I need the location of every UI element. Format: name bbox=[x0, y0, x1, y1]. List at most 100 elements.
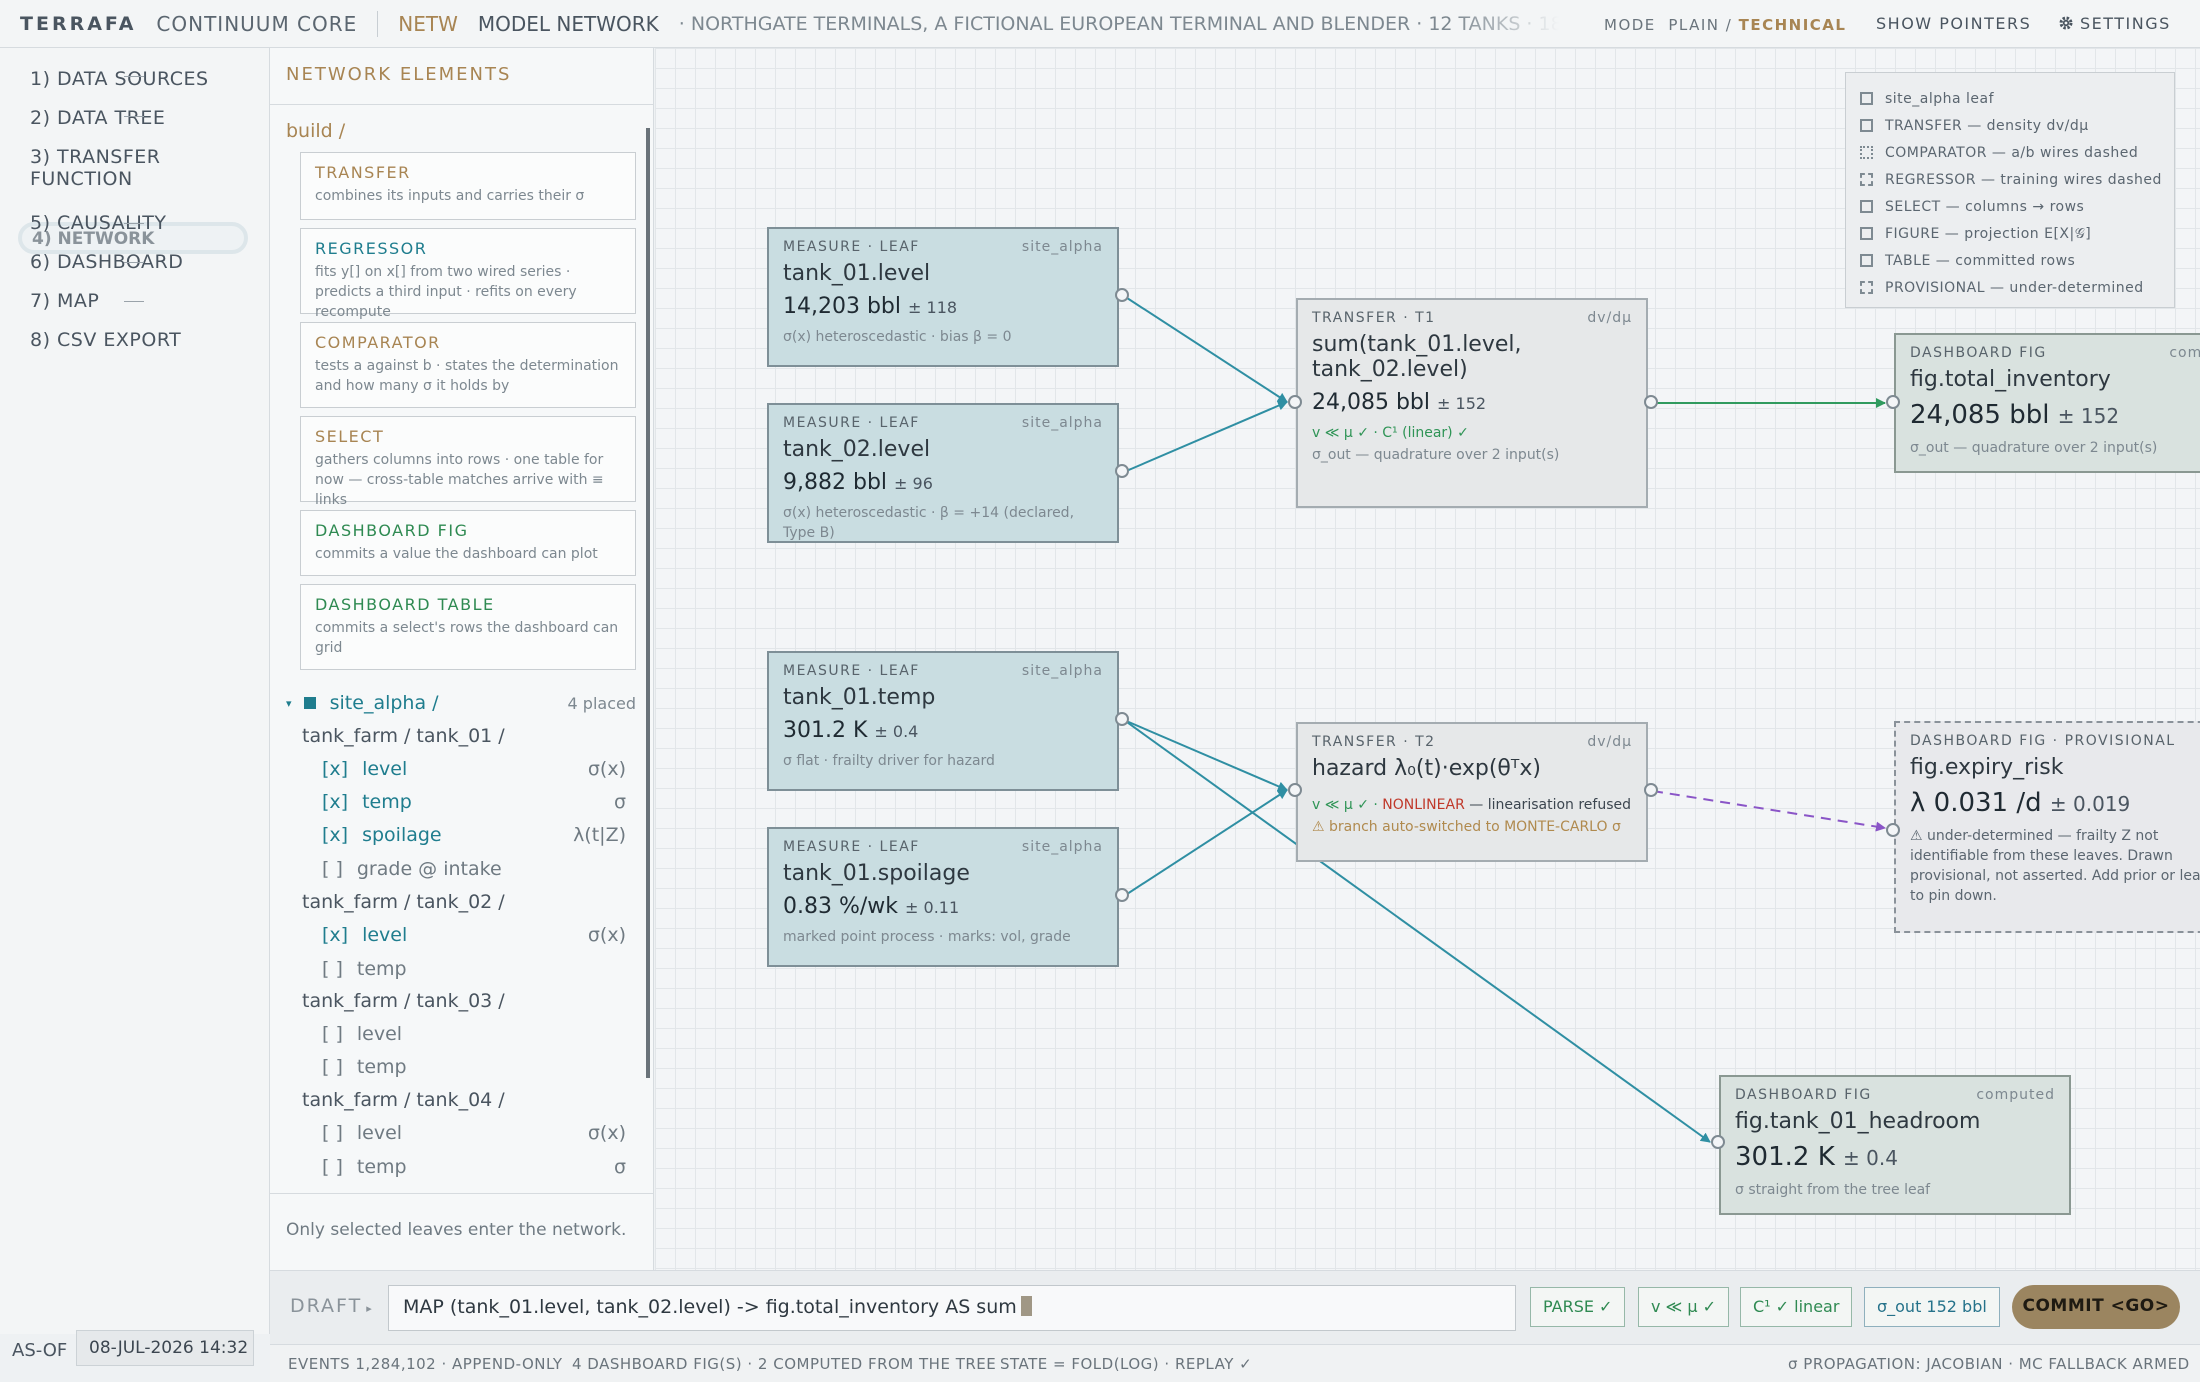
nav-transfer-function[interactable]: 3) TRANSFER FUNCTION bbox=[30, 146, 161, 190]
output-port[interactable] bbox=[1115, 712, 1129, 726]
tree-leaf-tank01-level[interactable]: [x]level σ(x) bbox=[322, 758, 626, 780]
input-port[interactable] bbox=[1711, 1135, 1725, 1149]
legend-label: PROVISIONAL — under-determined bbox=[1885, 279, 2144, 296]
settings-button[interactable]: SETTINGS bbox=[2058, 14, 2171, 33]
tree-group[interactable]: tank_farm / tank_02 / bbox=[302, 891, 505, 913]
output-port[interactable] bbox=[1115, 888, 1129, 902]
node-fig-tank01-headroom[interactable]: DASHBOARD FIG computed fig.tank_01_headro… bbox=[1719, 1075, 2071, 1215]
input-port[interactable] bbox=[1288, 395, 1302, 409]
wire-spoilage-t2[interactable] bbox=[1123, 789, 1288, 897]
node-tag: computed bbox=[2169, 345, 2200, 361]
node-value: 24,085 bbl bbox=[1312, 390, 1431, 415]
asof-selector[interactable]: 08-JUL-2026 14:32 › bbox=[76, 1330, 254, 1366]
show-pointers-button[interactable]: SHOW POINTERS bbox=[1876, 14, 2032, 33]
nav-csv-export[interactable]: 8) CSV EXPORT bbox=[30, 329, 182, 351]
wire-temp-fig-headroom[interactable] bbox=[1123, 719, 1711, 1143]
sigma-label: λ(t|Z) bbox=[573, 824, 626, 846]
checkbox[interactable]: [ ] bbox=[322, 858, 343, 880]
card-title: SELECT bbox=[315, 427, 385, 446]
checkbox[interactable]: [ ] bbox=[322, 1056, 343, 1078]
checkbox[interactable]: [x] bbox=[322, 791, 349, 813]
nav-causality[interactable]: 5) CAUSALITY bbox=[30, 212, 167, 234]
tree-leaf-tank01-grade[interactable]: [ ]grade @ intake bbox=[322, 858, 626, 880]
checkbox[interactable]: [ ] bbox=[322, 1122, 343, 1144]
node-note: σ straight from the tree leaf bbox=[1735, 1182, 1931, 1198]
mode-technical[interactable]: TECHNICAL bbox=[1738, 16, 1847, 34]
node-kind: DASHBOARD FIG bbox=[1735, 1087, 1872, 1103]
tree-leaf-tank02-temp[interactable]: [ ]temp bbox=[322, 958, 626, 980]
checkbox[interactable]: [x] bbox=[322, 758, 349, 780]
draft-command-input[interactable]: MAP (tank_01.level, tank_02.level) -> fi… bbox=[388, 1285, 1516, 1331]
checkbox[interactable]: [ ] bbox=[322, 1156, 343, 1178]
checkbox[interactable]: [ ] bbox=[322, 1023, 343, 1045]
checkbox[interactable]: [x] bbox=[322, 924, 349, 946]
brand-logo: TERRAFA bbox=[20, 12, 137, 35]
legend-label: TRANSFER — density dv/dμ bbox=[1885, 117, 2089, 134]
node-name: sum(tank_01.level, tank_02.level) bbox=[1312, 332, 1522, 382]
element-card-regressor[interactable]: REGRESSOR fits y[] on x[] from two wired… bbox=[300, 228, 636, 320]
card-desc: commits a select's rows the dashboard ca… bbox=[315, 620, 619, 656]
legend-label: SELECT — columns → rows bbox=[1885, 198, 2085, 215]
tree-group[interactable]: tank_farm / tank_01 / bbox=[302, 725, 505, 747]
checkbox[interactable]: [x] bbox=[322, 824, 349, 846]
element-card-dashboard-fig[interactable]: DASHBOARD FIG commits a value the dashbo… bbox=[300, 510, 636, 576]
site-folder[interactable]: ▾ site_alpha / 4 placed bbox=[286, 692, 636, 714]
nav-separator bbox=[124, 262, 144, 263]
tree-leaf-tank04-temp[interactable]: [ ]temp σ bbox=[322, 1156, 626, 1178]
wire-level2-t1[interactable] bbox=[1123, 400, 1288, 473]
input-port[interactable] bbox=[1886, 823, 1900, 837]
element-card-dashboard-table[interactable]: DASHBOARD TABLE commits a select's rows … bbox=[300, 584, 636, 670]
nav-separator bbox=[124, 76, 144, 77]
tree-group[interactable]: tank_farm / tank_03 / bbox=[302, 990, 505, 1012]
nav-separator bbox=[124, 301, 144, 302]
tab-netw[interactable]: NETW bbox=[398, 11, 458, 36]
nav-dashboard[interactable]: 6) DASHBOARD bbox=[30, 251, 184, 273]
nav-data-tree[interactable]: 2) DATA TREE bbox=[30, 107, 166, 129]
element-card-comparator[interactable]: COMPARATOR tests a against b · states th… bbox=[300, 322, 636, 408]
nav-data-sources[interactable]: 1) DATA SOURCES bbox=[30, 68, 209, 90]
legend-item: REGRESSOR — training wires dashed bbox=[1860, 166, 2161, 193]
node-name: fig.tank_01_headroom bbox=[1735, 1109, 1981, 1134]
tree-group[interactable]: tank_farm / tank_04 / bbox=[302, 1089, 505, 1111]
node-note: marked point process · marks: vol, grade bbox=[783, 929, 1071, 945]
commit-button[interactable]: COMMIT <GO> bbox=[2012, 1285, 2180, 1329]
wire-t2-fig-expiry[interactable] bbox=[1652, 790, 1886, 832]
tree-leaf-tank02-level[interactable]: [x]level σ(x) bbox=[322, 924, 626, 946]
output-port[interactable] bbox=[1115, 464, 1129, 478]
tree-leaf-tank03-level[interactable]: [ ] level bbox=[322, 1023, 626, 1045]
checkbox[interactable]: [ ] bbox=[322, 958, 343, 980]
node-tag: computed bbox=[1976, 1087, 2055, 1103]
status-bar: EVENTS 1,284,102 · APPEND-ONLY 4 DASHBOA… bbox=[270, 1344, 2200, 1382]
element-card-transfer[interactable]: TRANSFER combines its inputs and carries… bbox=[300, 152, 636, 220]
tree-leaf-tank03-temp[interactable]: [ ]temp bbox=[322, 1056, 626, 1078]
product-name: CONTINUUM CORE bbox=[156, 11, 358, 36]
output-port[interactable] bbox=[1644, 783, 1658, 797]
element-card-select[interactable]: SELECT gathers columns into rows · one t… bbox=[300, 416, 636, 508]
input-port[interactable] bbox=[1886, 395, 1900, 409]
node-name: fig.expiry_risk bbox=[1910, 755, 2064, 780]
wire-temp-t2[interactable] bbox=[1123, 719, 1288, 792]
tree-leaf-tank01-spoilage[interactable]: [x] spoilage λ(t|Z) bbox=[322, 824, 626, 846]
palette-scrollbar[interactable] bbox=[646, 128, 650, 1078]
output-port[interactable] bbox=[1644, 395, 1658, 409]
nav-map[interactable]: 7) MAP bbox=[30, 290, 100, 312]
tree-leaf-tank04-level[interactable]: [ ]level σ(x) bbox=[322, 1122, 626, 1144]
node-fig-expiry-risk[interactable]: DASHBOARD FIG · PROVISIONAL fig.expiry_r… bbox=[1894, 721, 2200, 933]
leaf-label: spoilage bbox=[362, 824, 442, 846]
nav-network-active[interactable]: 4) NETWORK bbox=[18, 222, 248, 254]
leaf-label: level bbox=[356, 1023, 403, 1045]
wire-level1-t1[interactable] bbox=[1123, 295, 1288, 403]
output-port[interactable] bbox=[1115, 288, 1129, 302]
mode-plain[interactable]: PLAIN bbox=[1668, 16, 1720, 34]
mode-toggle[interactable]: MODE PLAIN / TECHNICAL bbox=[1604, 16, 1846, 34]
tree-leaf-tank01-temp[interactable]: [x]temp σ bbox=[322, 791, 626, 813]
input-port[interactable] bbox=[1288, 783, 1302, 797]
